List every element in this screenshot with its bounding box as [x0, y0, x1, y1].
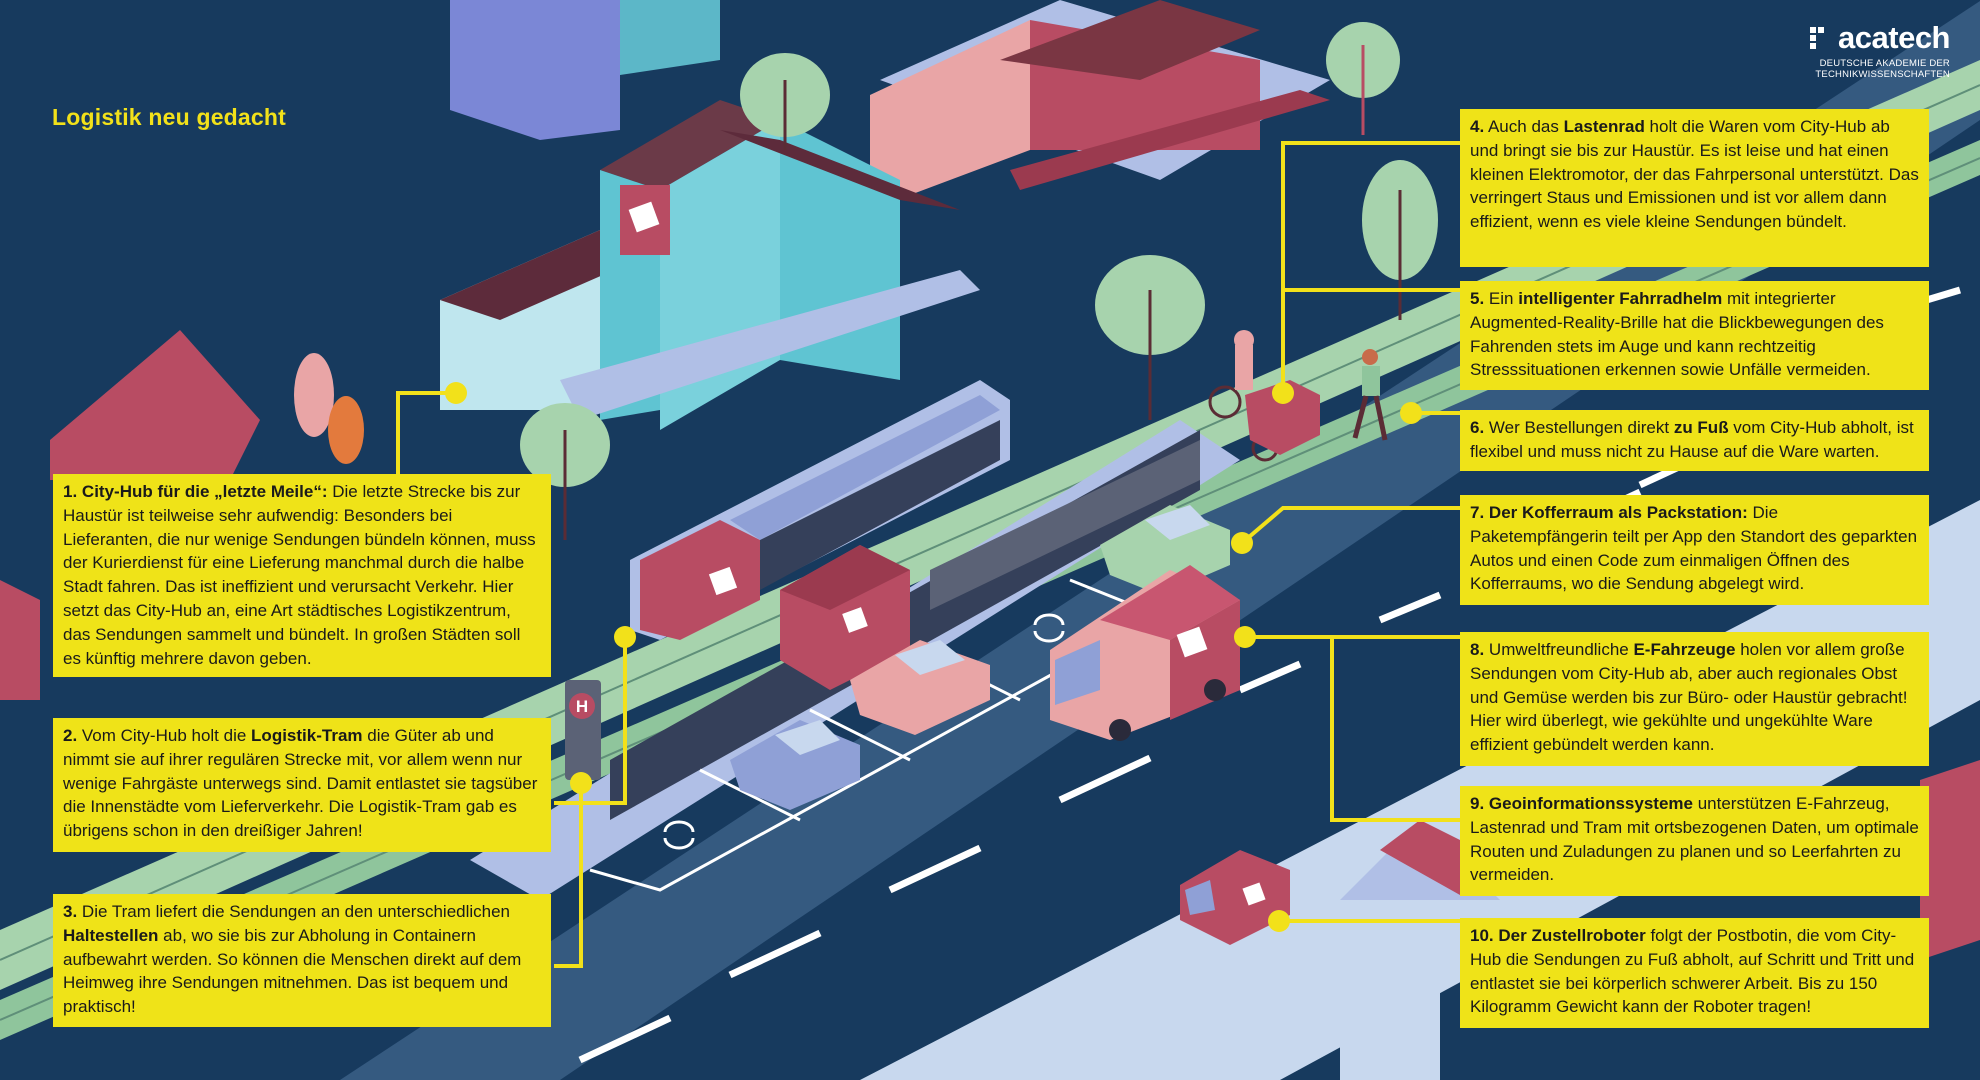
callout-4: 4. Auch das Lastenrad holt die Waren vom…	[1460, 109, 1929, 267]
tree-icon	[294, 353, 364, 464]
callout-number: 4.	[1470, 117, 1485, 136]
callout-6: 6. Wer Bestellungen direkt zu Fuß vom Ci…	[1460, 410, 1929, 471]
callout-3: 3. Die Tram liefert die Sendungen an den…	[53, 894, 551, 1027]
callout-2: 2. Vom City-Hub holt die Logistik-Tram d…	[53, 718, 551, 852]
callout-heading: E-Fahrzeuge	[1633, 640, 1736, 659]
callout-number: 8.	[1470, 640, 1485, 659]
parcel-icon	[1242, 882, 1266, 906]
recycle-arrows-icon	[1033, 613, 1065, 643]
callout-heading: Logistik-Tram	[251, 726, 363, 745]
callout-body-pre: Auch das	[1484, 117, 1564, 136]
callout-body: holt die Waren vom City-Hub ab und bring…	[1470, 117, 1919, 232]
parcel-container	[780, 545, 910, 690]
callout-body: holen vor allem große Sendungen vom City…	[1470, 640, 1908, 755]
callout-number: 2.	[63, 726, 78, 745]
acatech-logo: acatech DEUTSCHE AKADEMIE DER TECHNIKWIS…	[1770, 20, 1950, 80]
haltestelle-sign-icon: H	[565, 680, 601, 780]
callout-body: die Güter ab und nimmt sie auf ihrer reg…	[63, 726, 538, 841]
callout-8: 8. Umweltfreundliche E-Fahrzeuge holen v…	[1460, 632, 1929, 766]
callout-anchor-dots	[445, 382, 1422, 932]
pedestrian-icon	[1352, 349, 1388, 441]
callout-body: Die letzte Strecke bis zur Haustür ist t…	[63, 482, 536, 668]
callout-5: 5. Ein intelligenter Fahrradhelm mit int…	[1460, 281, 1929, 390]
callout-heading: intelligenter Fahrradhelm	[1518, 289, 1723, 308]
callout-body-pre: Ein	[1484, 289, 1519, 308]
callout-heading: Der Zustellroboter	[1498, 926, 1646, 945]
tree-icon	[1362, 160, 1438, 320]
callout-heading: City-Hub für die „letzte Meile“:	[81, 482, 328, 501]
callout-leaders	[396, 141, 1462, 968]
callout-number: 7.	[1470, 503, 1485, 522]
logo-subtitle: DEUTSCHE AKADEMIE DER TECHNIKWISSENSCHAF…	[1815, 58, 1950, 80]
callout-body-pre: Vom City-Hub holt die	[77, 726, 252, 745]
callout-body-pre: Die Tram liefert die Sendungen an den un…	[77, 902, 511, 921]
tree-icon	[520, 403, 610, 540]
callout-9: 9. Geoinformationssysteme unterstützen E…	[1460, 786, 1929, 896]
callout-heading: zu Fuß	[1673, 418, 1729, 437]
tree-icon	[1326, 22, 1400, 135]
car-icon	[850, 640, 990, 735]
stop-sign-letter: H	[576, 697, 588, 716]
page-title: Logistik neu gedacht	[52, 104, 287, 130]
callout-heading: Der Kofferraum als Packstation:	[1488, 503, 1748, 522]
callout-body: unterstützen E-Fahrzeug, Lastenrad und T…	[1470, 794, 1919, 885]
callout-number: 3.	[63, 902, 78, 921]
parcel-icon	[708, 566, 738, 596]
callout-body-pre: Umweltfreundliche	[1484, 640, 1634, 659]
car-icon	[730, 720, 860, 810]
building-pink	[870, 0, 1330, 210]
callout-1: 1. City-Hub für die „letzte Meile“: Die …	[53, 474, 551, 677]
callout-heading: Geoinformationssysteme	[1488, 794, 1693, 813]
callout-heading: Haltestellen	[63, 925, 159, 945]
callout-number: 5.	[1470, 289, 1485, 308]
callout-body-pre: Wer Bestellungen direkt	[1484, 418, 1674, 437]
callout-body: vom City-Hub abholt, ist flexibel und mu…	[1470, 418, 1914, 461]
cargo-bike-icon	[1208, 330, 1320, 462]
parcel-icon	[628, 201, 660, 233]
city-hub-building	[440, 100, 980, 430]
logo-name: acatech	[1838, 20, 1950, 55]
parcel-icon	[1176, 626, 1208, 658]
callout-body: mit integrierter Augmented-Reality-Brill…	[1470, 289, 1884, 380]
parcel-icon	[842, 607, 868, 633]
building-top-left	[450, 0, 720, 140]
callout-7: 7. Der Kofferraum als Packstation: Die P…	[1460, 495, 1929, 605]
callout-number: 10.	[1470, 926, 1494, 945]
callout-body: ab, wo sie bis zur Abholung in Container…	[63, 925, 522, 1017]
recycle-arrows-icon	[663, 820, 695, 850]
callout-10: 10. Der Zustellroboter folgt der Postbot…	[1460, 918, 1929, 1028]
delivery-robot-icon	[1180, 850, 1290, 945]
callout-heading: Lastenrad	[1563, 117, 1645, 136]
tree-icon	[1095, 255, 1205, 420]
callout-body: Die Paketempfängerin teilt per App den S…	[1470, 503, 1918, 594]
callout-number: 6.	[1470, 418, 1485, 437]
e-van-icon	[1050, 565, 1240, 741]
callout-number: 1.	[63, 482, 78, 501]
tree-icon	[740, 53, 830, 150]
callout-number: 9.	[1470, 794, 1485, 813]
callout-body: folgt der Postbotin, die vom City-Hub di…	[1470, 926, 1915, 1017]
acatech-logo-mark-icon	[1810, 27, 1825, 49]
house-left	[50, 330, 260, 480]
tram-icon	[630, 380, 1010, 640]
house-left-2	[0, 580, 40, 700]
